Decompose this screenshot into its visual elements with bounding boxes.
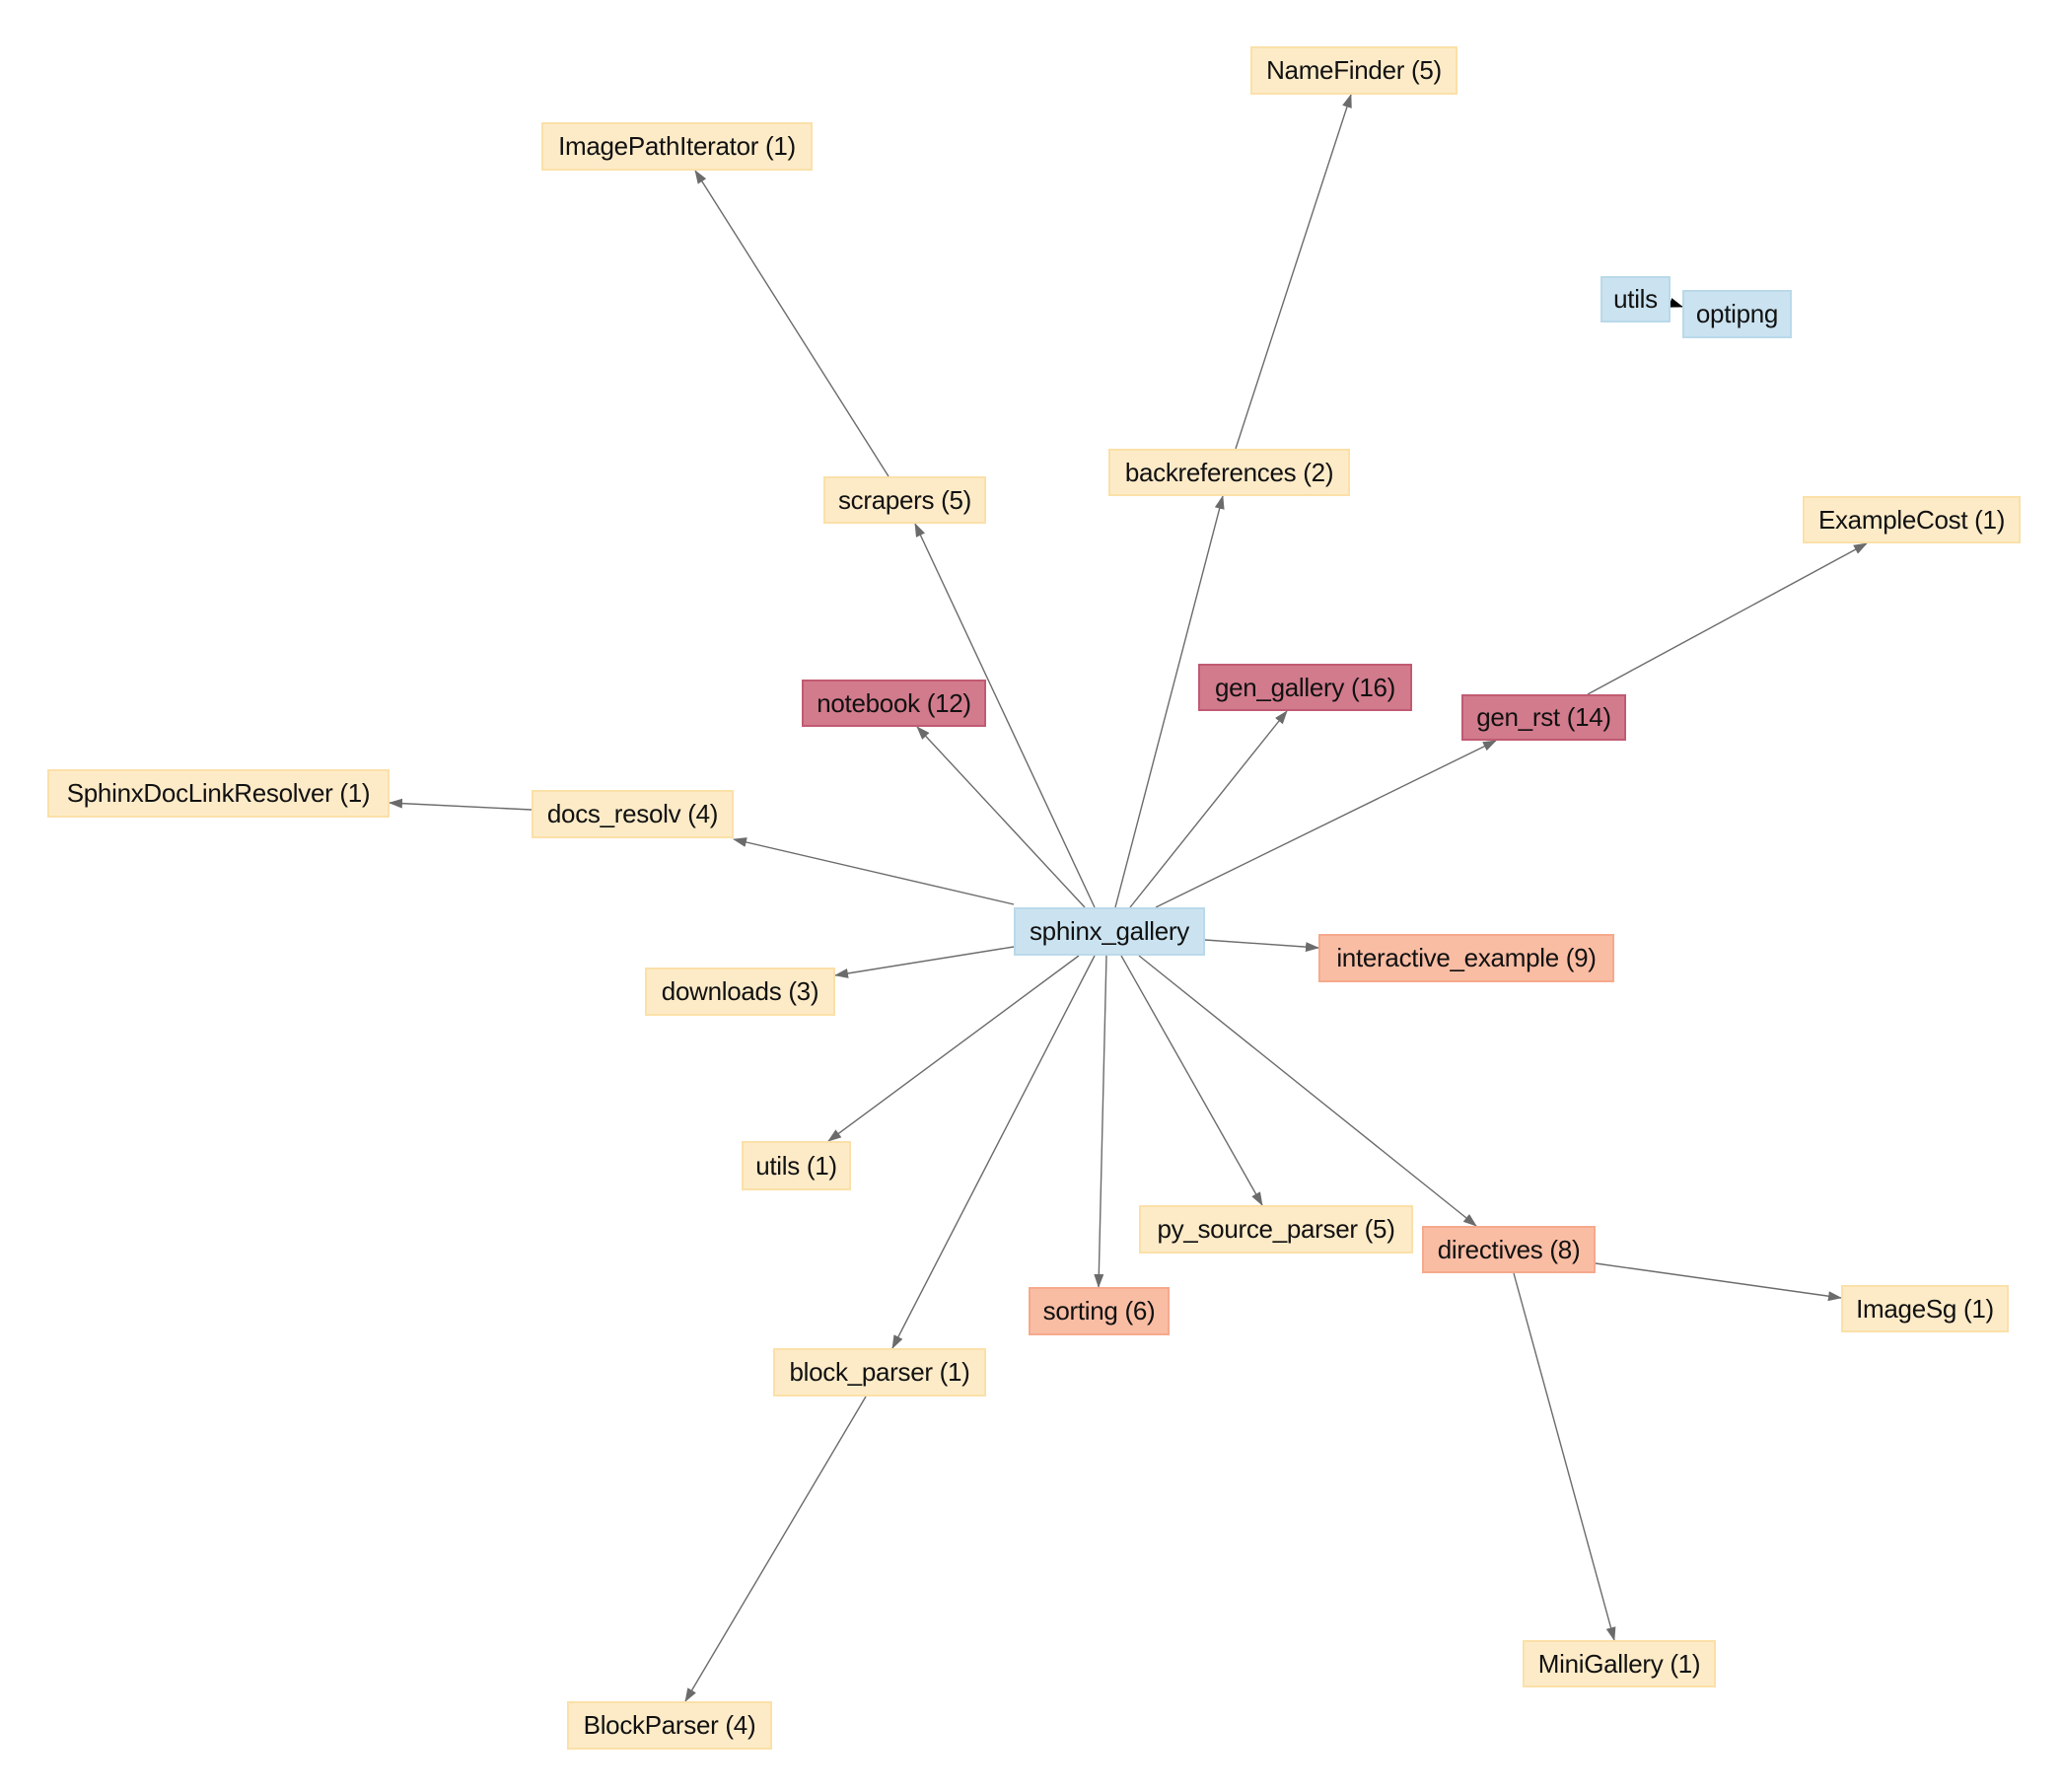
node-label: block_parser (1)	[789, 1357, 970, 1387]
edge-sphinx_gallery-to-scrapers	[914, 523, 1096, 908]
node-label: optipng	[1695, 299, 1779, 328]
node-directives[interactable]: directives (8)	[1422, 1226, 1596, 1273]
edge-sphinx_gallery-to-py_source_parser	[1120, 955, 1263, 1206]
node-examplecost[interactable]: ExampleCost (1)	[1803, 496, 2021, 543]
edge-sphinx_gallery-to-directives	[1138, 955, 1477, 1227]
edge-backreferences-to-NameFinder	[1235, 94, 1352, 450]
node-namefinder[interactable]: NameFinder (5)	[1250, 46, 1458, 95]
node-label: gen_rst (14)	[1476, 702, 1611, 732]
node-scrapers[interactable]: scrapers (5)	[823, 476, 986, 524]
node-label: downloads (3)	[661, 976, 819, 1006]
node-sphinxdoclinkresolver[interactable]: SphinxDocLinkResolver (1)	[47, 769, 390, 818]
node-label: ExampleCost (1)	[1817, 504, 2006, 535]
node-label: py_source_parser (5)	[1157, 1214, 1395, 1244]
node-label: NameFinder (5)	[1266, 55, 1442, 85]
edge-sphinx_gallery-to-gen_gallery	[1129, 710, 1288, 908]
node-label: utils	[1613, 284, 1658, 314]
node-imagesg[interactable]: ImageSg (1)	[1841, 1285, 2009, 1332]
node-optipng[interactable]: optipng	[1682, 290, 1792, 338]
edge-sphinx_gallery-to-interactive_example	[1204, 939, 1319, 953]
node-label: docs_resolv (4)	[546, 799, 719, 828]
node-label: interactive_example (9)	[1336, 943, 1597, 972]
edge-sphinx_gallery-to-sorting	[1094, 955, 1107, 1288]
node-gen-rst[interactable]: gen_rst (14)	[1461, 694, 1626, 741]
edge-sphinx_gallery-to-backreferences	[1114, 495, 1225, 908]
node-block-parser[interactable]: block_parser (1)	[773, 1348, 986, 1397]
node-downloads[interactable]: downloads (3)	[645, 968, 835, 1016]
edge-sphinx_gallery-to-block_parser	[891, 955, 1096, 1349]
edge-utils_mod-to-optipng	[1669, 298, 1683, 308]
node-label: directives (8)	[1437, 1234, 1581, 1264]
edge-docs_resolv-to-SphinxDocLinkResolver	[389, 798, 533, 811]
node-imagepathiterator[interactable]: ImagePathIterator (1)	[541, 122, 813, 171]
node-label: gen_gallery (16)	[1214, 672, 1396, 702]
node-utils-fn[interactable]: utils (1)	[742, 1141, 851, 1190]
node-label: notebook (12)	[817, 687, 971, 718]
edge-sphinx_gallery-to-utils_fn	[827, 955, 1080, 1142]
edge-sphinx_gallery-to-notebook	[916, 726, 1086, 908]
node-minigallery[interactable]: MiniGallery (1)	[1523, 1640, 1716, 1687]
node-label: backreferences (2)	[1124, 457, 1334, 487]
node-label: utils (1)	[755, 1150, 837, 1181]
node-blockparser[interactable]: BlockParser (4)	[567, 1701, 772, 1750]
edge-scrapers-to-ImagePathIterator	[694, 170, 889, 477]
node-label: BlockParser (4)	[583, 1710, 756, 1740]
node-label: sphinx_gallery	[1029, 916, 1189, 946]
node-sphinx-gallery[interactable]: sphinx_gallery	[1014, 907, 1205, 956]
edge-block_parser-to-BlockParser	[684, 1396, 867, 1702]
edge-gen_rst-to-ExampleCost	[1587, 542, 1868, 695]
edge-directives-to-MiniGallery	[1513, 1272, 1616, 1641]
node-sorting[interactable]: sorting (6)	[1029, 1287, 1170, 1335]
node-backreferences[interactable]: backreferences (2)	[1108, 449, 1350, 496]
edge-directives-to-ImageSg	[1595, 1262, 1842, 1302]
node-label: scrapers (5)	[837, 484, 972, 515]
node-docs-resolv[interactable]: docs_resolv (4)	[532, 790, 734, 838]
edge-sphinx_gallery-to-docs_resolv	[733, 837, 1015, 905]
node-label: SphinxDocLinkResolver (1)	[66, 778, 371, 808]
node-gen-gallery[interactable]: gen_gallery (16)	[1198, 664, 1412, 711]
node-label: ImageSg (1)	[1856, 1293, 1994, 1324]
node-label: MiniGallery (1)	[1537, 1648, 1701, 1679]
node-py-source-parser[interactable]: py_source_parser (5)	[1139, 1205, 1413, 1254]
node-label: sorting (6)	[1042, 1296, 1156, 1326]
node-interactive-example[interactable]: interactive_example (9)	[1318, 934, 1614, 982]
node-notebook[interactable]: notebook (12)	[802, 680, 986, 727]
edge-sphinx_gallery-to-gen_rst	[1155, 740, 1497, 908]
edge-sphinx_gallery-to-downloads	[834, 946, 1015, 978]
node-label: ImagePathIterator (1)	[558, 131, 796, 161]
node-utils-mod[interactable]: utils	[1600, 276, 1671, 323]
